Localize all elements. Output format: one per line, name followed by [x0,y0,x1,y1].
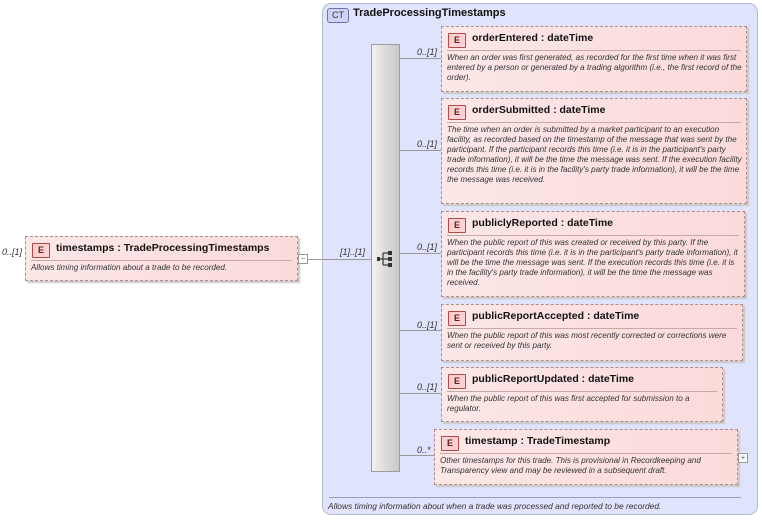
element-title: timestamps : TradeProcessingTimestamps [56,242,269,254]
element-type: TradeProcessingTimestamps [123,242,270,254]
element-type: dateTime [559,104,606,116]
type-separator: : [586,310,591,322]
element-description: When an order was first generated, as re… [447,53,742,82]
type-separator: : [117,242,121,254]
element-type: dateTime [567,217,614,229]
element-publicReportUpdated[interactable]: E publicReportUpdated : dateTime When th… [441,367,723,422]
element-orderSubmitted[interactable]: E orderSubmitted : dateTime The time whe… [441,98,747,204]
element-orderEntered[interactable]: E orderEntered : dateTime When an order … [441,26,747,92]
element-publiclyReported[interactable]: E publiclyReported : dateTime When the p… [441,211,745,297]
element-name: timestamp [465,435,518,447]
connector-line [400,58,441,59]
element-name: publicReportAccepted [472,310,585,322]
element-name: orderSubmitted [472,104,551,116]
element-description: When the public report of this was creat… [447,238,738,287]
element-divider [447,328,737,329]
type-separator: : [553,104,557,116]
element-type: dateTime [588,373,635,385]
element-description: When the public report of this was most … [447,331,727,350]
element-title: orderSubmitted : dateTime [472,104,605,116]
element-badge: E [448,33,466,48]
element-type: TradeTimestamp [526,435,611,447]
type-separator: : [540,32,545,44]
connector-line [400,393,441,394]
element-title: publiclyReported : dateTime [472,217,613,229]
complex-type-badge: CT [327,8,349,23]
element-badge: E [441,436,459,451]
element-type: dateTime [593,310,640,322]
element-title: orderEntered : dateTime [472,32,593,44]
sequence-cardinality: [1]..[1] [340,247,366,257]
element-title: publicReportUpdated : dateTime [472,373,634,385]
element-description: The time when an order is submitted by a… [447,125,742,184]
element-timestamps[interactable]: E timestamps : TradeProcessingTimestamps… [25,236,298,281]
element-timestamp[interactable]: E timestamp : TradeTimestamp Other times… [434,429,738,485]
type-separator: : [560,217,565,229]
element-divider [447,235,739,236]
element-divider [447,122,741,123]
type-separator: : [520,435,524,447]
element-type: dateTime [547,32,594,44]
connector-line [322,259,371,260]
element-cardinality: 0..[1] [417,47,438,57]
element-badge: E [32,243,50,258]
element-name: publiclyReported [472,217,558,229]
element-badge: E [448,311,466,326]
sequence-compositor[interactable] [371,44,400,472]
element-name: publicReportUpdated [472,373,579,385]
element-cardinality: 0..[1] [417,139,438,149]
element-divider [440,453,732,454]
element-divider [447,50,741,51]
type-separator: : [581,373,586,385]
element-cardinality: 0..[1] [417,382,438,392]
element-description: Allows timing information about a trade … [31,263,228,272]
element-name: timestamps [56,242,115,254]
element-badge: E [448,105,466,120]
element-cardinality: 0..* [417,445,431,455]
element-badge: E [448,374,466,389]
complex-type-title: TradeProcessingTimestamps [353,7,506,19]
element-description: When the public report of this was first… [447,394,690,413]
collapse-icon[interactable]: − [298,254,308,264]
connector-line [308,259,322,260]
element-publicReportAccepted[interactable]: E publicReportAccepted : dateTime When t… [441,304,743,361]
element-cardinality: 0..[1] [417,320,438,330]
root-cardinality: 0..[1] [2,247,23,257]
connector-line [400,150,441,151]
element-divider [447,391,717,392]
connector-line [400,253,441,254]
complex-type-divider [329,497,741,498]
element-description: Other timestamps for this trade. This is… [440,456,701,475]
connector-line [400,330,441,331]
element-title: publicReportAccepted : dateTime [472,310,639,322]
sequence-icon [377,251,392,267]
complex-type-description: Allows timing information about when a t… [328,501,662,511]
element-divider [31,260,292,261]
element-cardinality: 0..[1] [417,242,438,252]
expand-icon[interactable]: + [738,453,748,463]
element-title: timestamp : TradeTimestamp [465,435,610,447]
connector-line [400,455,434,456]
element-name: orderEntered [472,32,538,44]
element-badge: E [448,218,466,233]
